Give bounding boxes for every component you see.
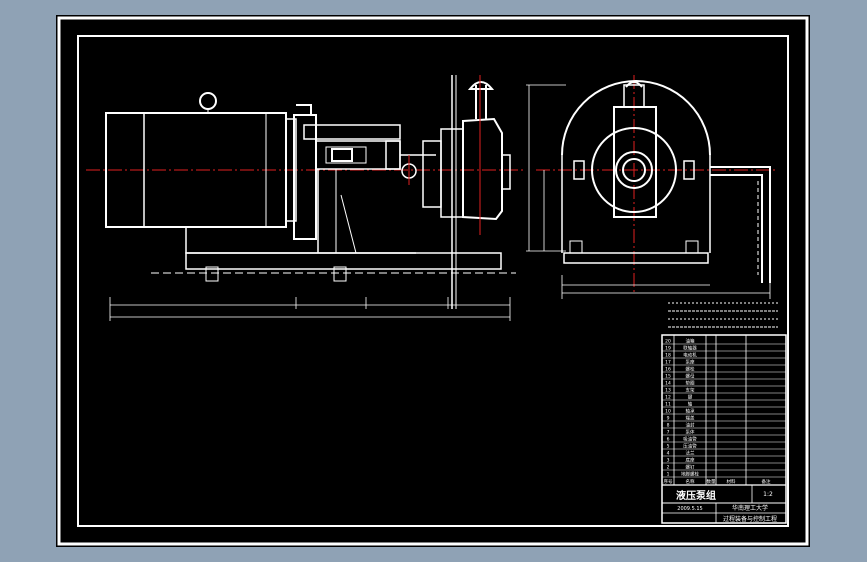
parts-row-name: 键 [688, 394, 693, 401]
parts-row-name: 泵体 [686, 429, 695, 436]
parts-row-number: 2 [667, 465, 670, 471]
inner-frame [77, 35, 789, 527]
front-view [86, 75, 526, 321]
parts-row-number: 16 [665, 367, 671, 373]
parts-row-number: 6 [667, 437, 670, 443]
parts-row-name: 压油管 [683, 443, 697, 450]
coupling [315, 140, 401, 170]
parts-header-cell: 名称 [686, 478, 695, 485]
parts-row-name: 轴承 [686, 408, 695, 415]
parts-row-name: 油封 [686, 422, 695, 429]
parts-row-number: 20 [665, 339, 671, 345]
pump-housing-arc [561, 80, 711, 156]
parts-row-number: 18 [665, 353, 671, 359]
parts-row-number: 1 [667, 472, 670, 478]
side-base [563, 252, 709, 264]
coupling-flange [293, 114, 317, 240]
technical-notes [668, 302, 778, 328]
parts-row-name: 油箱 [686, 338, 695, 345]
school-line2: 过程装备与控制工程 [723, 515, 777, 523]
lifting-eye [199, 92, 217, 110]
side-view [526, 75, 776, 299]
parts-row-name: 螺钉 [686, 464, 695, 471]
base-plate [185, 252, 502, 270]
parts-row-number: 9 [667, 416, 670, 422]
parts-row-name: 螺栓 [686, 366, 695, 373]
outer-frame [57, 16, 809, 546]
parts-row-number: 17 [665, 360, 671, 366]
drawing-title: 液压泵组 [676, 489, 716, 502]
parts-row-number: 3 [667, 458, 670, 464]
parts-row-name: 吸油管 [683, 436, 697, 443]
drawing-date: 2009.5.15 [677, 506, 702, 512]
parts-row-number: 15 [665, 374, 671, 380]
parts-header-cell: 序号 [664, 478, 673, 485]
parts-row-number: 14 [665, 381, 671, 387]
parts-header-cell: 备注 [762, 478, 771, 485]
parts-header-cell: 数量 [707, 478, 716, 485]
parts-row-name: 螺母 [686, 373, 695, 380]
parts-row-number: 8 [667, 423, 670, 429]
parts-row-number: 5 [667, 444, 670, 450]
parts-row-name: 底座 [686, 457, 695, 464]
parts-row-name: 法兰 [686, 450, 695, 457]
pump-outer-ring [591, 127, 677, 213]
parts-header-cell: 材料 [727, 478, 736, 485]
parts-row-number: 11 [665, 402, 671, 408]
school-line1: 华南理工大学 [732, 504, 768, 512]
parts-row-name: 联轴器 [683, 345, 697, 352]
pipe-outer [710, 166, 771, 283]
parts-row-number: 7 [667, 430, 670, 436]
drawing-scale: 1:2 [763, 491, 773, 498]
pipe-inner [710, 174, 763, 283]
parts-row-name: 支架 [686, 387, 695, 394]
title-block: 液压泵组 1:2 2009.5.15 华南理工大学 过程装备与控制工程 [662, 484, 786, 523]
parts-row-number: 4 [667, 451, 670, 457]
parts-row-number: 19 [665, 346, 671, 352]
parts-row-name: 轴 [688, 401, 693, 408]
parts-row-number: 12 [665, 395, 671, 401]
parts-row-name: 电动机 [683, 352, 697, 359]
parts-row-number: 10 [665, 409, 671, 415]
pump-body [462, 117, 503, 221]
parts-row-name: 泵座 [686, 359, 695, 366]
parts-row-name: 端盖 [686, 415, 695, 422]
parts-row-name: 地脚螺栓 [681, 471, 699, 478]
parts-row-number: 13 [665, 388, 671, 394]
pump-cap [467, 81, 495, 90]
parts-row-name: 垫圈 [686, 380, 695, 387]
